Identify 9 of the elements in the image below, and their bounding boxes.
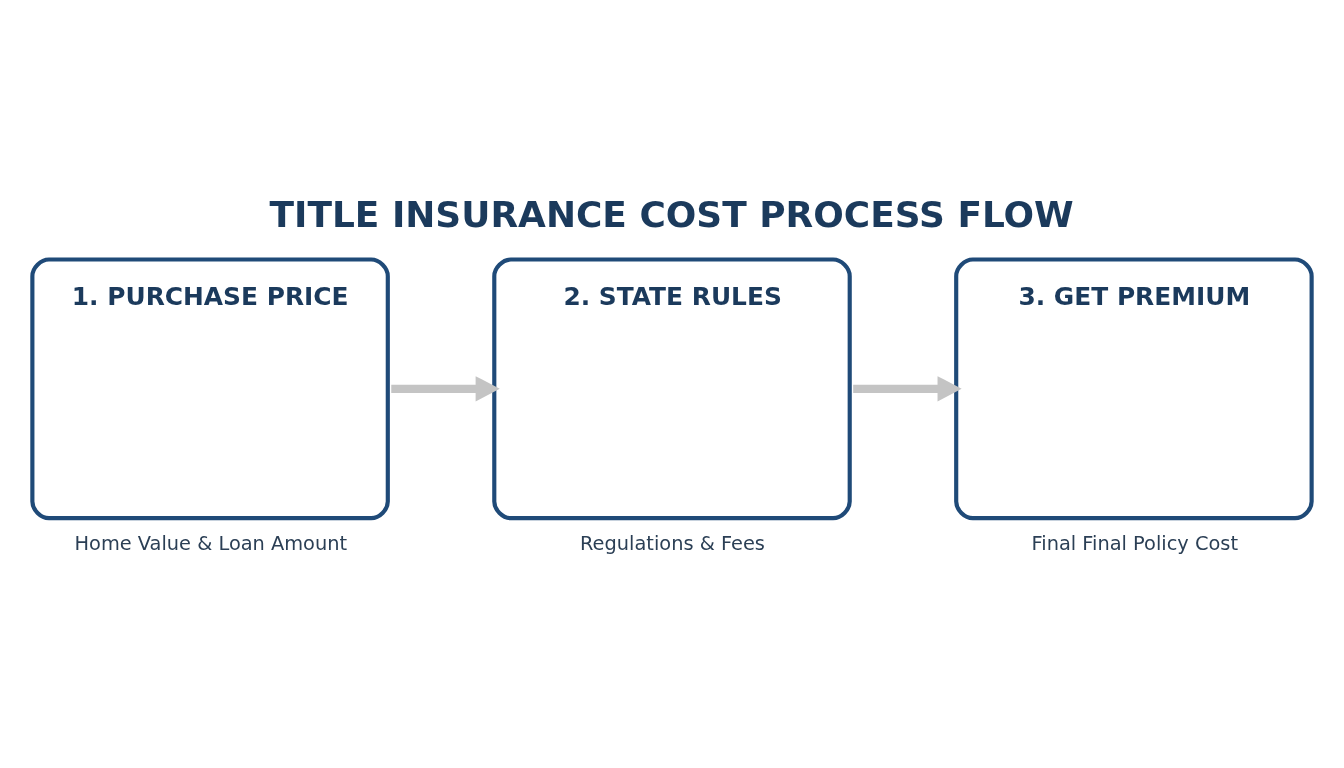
arrow <box>853 376 962 402</box>
node-label: Home Value & Loan Amount <box>74 531 348 555</box>
node-label: Final Final Policy Cost <box>1031 531 1238 555</box>
node-box: 2. STATE RULES <box>492 257 852 521</box>
node-label: Regulations & Fees <box>580 531 765 555</box>
diagram-title: TITLE INSURANCE COST PROCESS FLOW <box>269 194 1074 236</box>
arrow <box>391 376 500 402</box>
node-box: 3. GET PREMIUM <box>954 257 1314 521</box>
node-box: 1. PURCHASE PRICE <box>30 257 390 521</box>
